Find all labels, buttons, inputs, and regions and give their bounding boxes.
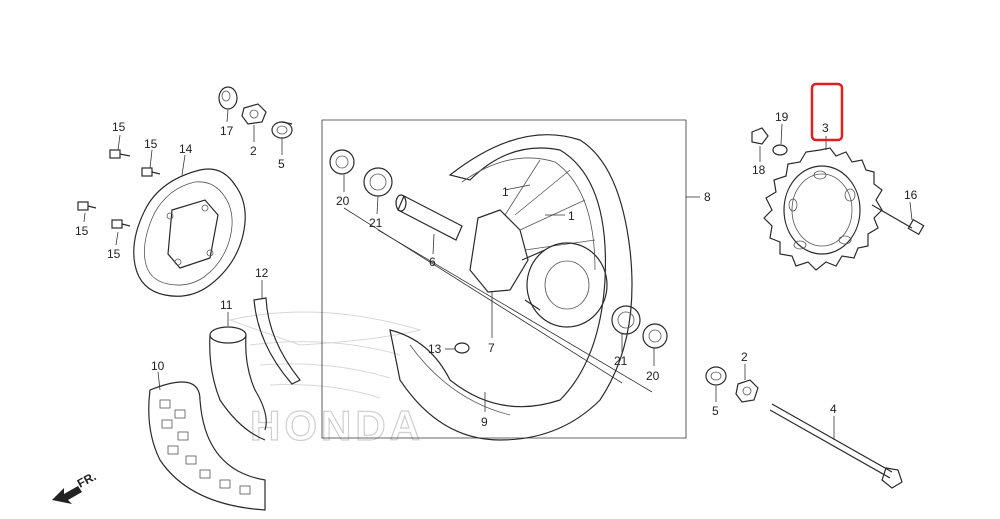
wheel-rim	[389, 134, 633, 441]
bolt-15-c	[77, 201, 97, 211]
callout-21b: 21	[614, 354, 628, 368]
honda-wing-logo	[228, 311, 422, 399]
washer-19	[772, 144, 788, 156]
bolt-15-a	[109, 149, 131, 159]
bolt-15-d	[111, 219, 131, 229]
callout-14: 14	[179, 142, 193, 156]
callout-1b: 1	[568, 209, 575, 223]
callout-17: 17	[220, 124, 234, 138]
direction-arrow-icon	[52, 486, 82, 504]
callout-16: 16	[904, 188, 918, 202]
callout-15d: 15	[107, 247, 121, 261]
callout-9: 9	[481, 415, 488, 429]
nut-18	[751, 127, 769, 145]
callout-7: 7	[488, 341, 495, 355]
honda-watermark: HONDA	[250, 402, 424, 449]
wheel-hub	[469, 209, 608, 328]
callout-5b: 5	[712, 404, 719, 418]
callout-3: 3	[822, 121, 829, 135]
spacer-5	[271, 121, 293, 139]
collar-2	[241, 103, 267, 125]
tire-10	[148, 381, 266, 511]
valve-cap-13	[454, 342, 470, 354]
bearing-21-left	[363, 167, 393, 197]
callout-8: 8	[704, 190, 711, 204]
spacer-5-right	[705, 366, 727, 386]
callout-12: 12	[255, 266, 269, 280]
bearing-21-right	[611, 305, 641, 335]
callout-labels: 1 1 2 2 3 4 5 5 6 7 8 9 10 11 12 13 14 1…	[75, 110, 918, 429]
front-direction-arrow: FR.	[52, 469, 98, 504]
brake-disc	[133, 168, 246, 297]
leader-lines	[83, 109, 913, 440]
highlight-box-part-3	[810, 82, 844, 142]
callout-1a: 1	[502, 185, 509, 199]
callout-15b: 15	[144, 137, 158, 151]
callout-20a: 20	[336, 194, 350, 208]
callout-21a: 21	[369, 216, 383, 230]
rim-tape-12	[253, 297, 301, 385]
bolt-15-b	[141, 167, 161, 177]
callout-18: 18	[752, 163, 766, 177]
callout-5a: 5	[278, 157, 285, 171]
axle-4	[769, 403, 903, 489]
callout-15c: 15	[75, 224, 89, 238]
callout-6: 6	[429, 255, 436, 269]
callout-19: 19	[775, 110, 789, 124]
callout-15a: 15	[112, 120, 126, 134]
callout-11: 11	[220, 298, 233, 312]
callout-13: 13	[428, 342, 442, 356]
tube-11	[209, 326, 267, 441]
callout-10: 10	[151, 359, 165, 373]
callout-20b: 20	[646, 369, 660, 383]
axle-spacer-6	[395, 194, 463, 241]
callout-4: 4	[830, 402, 837, 416]
nut-17	[218, 86, 238, 110]
bolt-16	[871, 204, 925, 236]
sprocket-3	[763, 147, 883, 271]
wheel-assembly-box	[321, 119, 700, 439]
callout-2a: 2	[250, 144, 257, 158]
bearing-20-right	[642, 323, 668, 349]
bearing-20-left	[329, 149, 355, 175]
collar-2-right	[735, 379, 759, 403]
callout-2b: 2	[741, 350, 748, 364]
